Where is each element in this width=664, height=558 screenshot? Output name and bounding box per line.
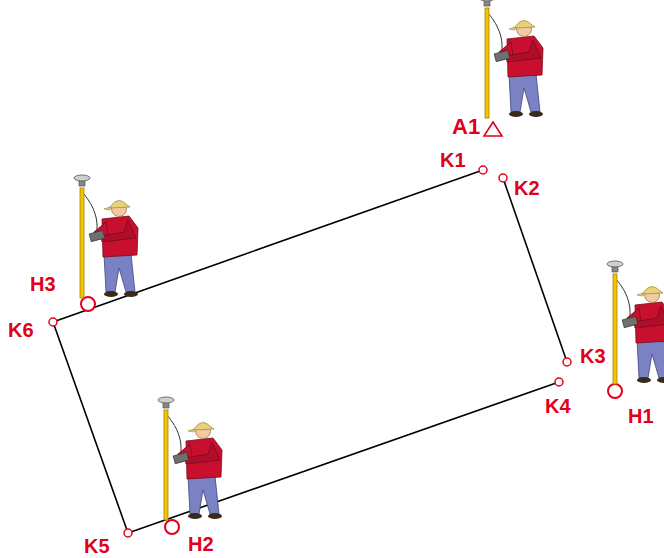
station-points	[81, 297, 622, 534]
point-label: K4	[545, 396, 571, 416]
point-label: H1	[628, 406, 654, 426]
point-label: H3	[30, 274, 56, 294]
point-label: K1	[440, 150, 466, 170]
control-point-label: A1	[452, 116, 480, 138]
control-point-triangle	[484, 122, 502, 136]
point-label: H2	[188, 534, 214, 554]
parcel-outline	[53, 170, 567, 533]
point-label: K3	[580, 346, 606, 366]
surveyor-figures	[74, 0, 664, 520]
point-label: K2	[514, 178, 540, 198]
point-label: K5	[84, 536, 110, 556]
corner-points	[49, 166, 571, 537]
point-label: K6	[8, 320, 34, 340]
